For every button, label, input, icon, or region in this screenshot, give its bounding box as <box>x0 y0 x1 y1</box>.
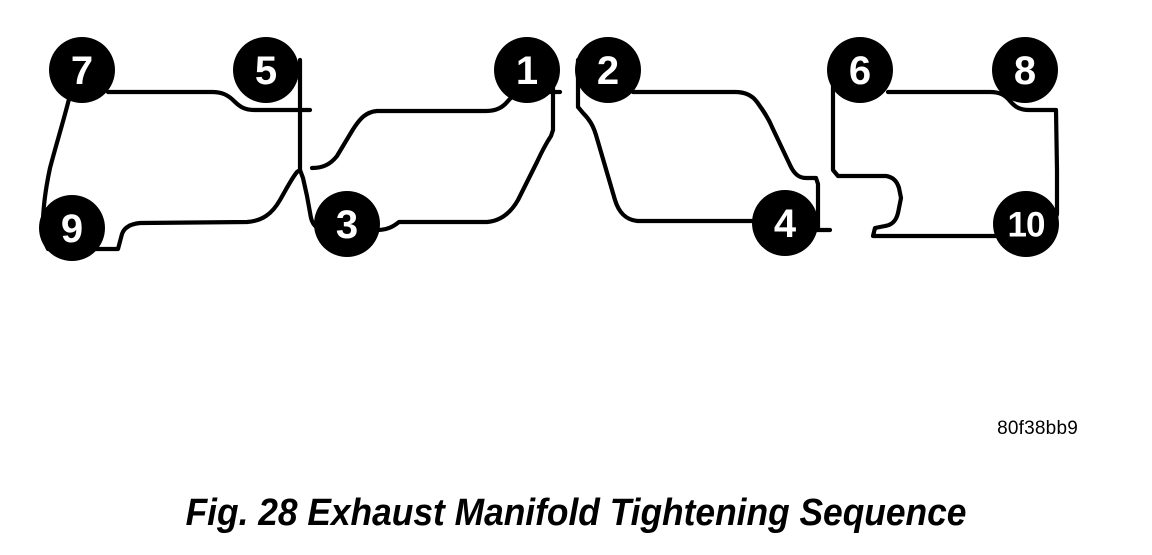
callout-marker-10[interactable]: 10 <box>993 191 1059 257</box>
callout-marker-4[interactable]: 4 <box>752 190 818 256</box>
callout-marker-6[interactable]: 6 <box>827 37 893 103</box>
callout-circle-5 <box>233 37 299 103</box>
callout-number-2: 2 <box>597 49 619 93</box>
callout-marker-2[interactable]: 2 <box>575 37 641 103</box>
callout-circle-9 <box>39 195 105 261</box>
callout-marker-8[interactable]: 8 <box>992 37 1058 103</box>
callout-number-10: 10 <box>1008 206 1045 245</box>
callout-number-1: 1 <box>516 49 538 93</box>
figure-caption: Fig. 28 Exhaust Manifold Tightening Sequ… <box>185 492 967 534</box>
callout-number-7: 7 <box>71 49 93 93</box>
right-manifold-outline <box>830 57 1060 239</box>
callout-marker-1[interactable]: 1 <box>494 37 560 103</box>
callout-number-9: 9 <box>61 207 83 251</box>
manifold-outline-group <box>40 57 1060 252</box>
callout-number-6: 6 <box>849 49 871 93</box>
callout-circle-1 <box>494 37 560 103</box>
callout-circle-10 <box>993 191 1059 257</box>
callout-circle-8 <box>992 37 1058 103</box>
callout-marker-3[interactable]: 3 <box>314 191 380 257</box>
figure-code-label: 80f38bb9 <box>997 418 1078 439</box>
callout-marker-7[interactable]: 7 <box>49 37 115 103</box>
callout-number-5: 5 <box>255 49 277 93</box>
callout-group: 1 2 3 4 5 6 <box>39 37 1059 261</box>
callout-number-4: 4 <box>774 202 797 246</box>
callout-marker-9[interactable]: 9 <box>39 195 105 261</box>
callout-number-8: 8 <box>1014 49 1036 93</box>
callout-circle-7 <box>49 37 115 103</box>
callout-circle-6 <box>827 37 893 103</box>
callout-number-3: 3 <box>336 203 358 247</box>
left-manifold-outline <box>40 57 313 252</box>
callout-marker-5[interactable]: 5 <box>233 37 299 103</box>
callout-circle-4 <box>752 190 818 256</box>
callout-circle-2 <box>575 37 641 103</box>
exhaust-manifold-diagram: 1 2 3 4 5 6 <box>39 37 1060 261</box>
callout-circle-3 <box>314 191 380 257</box>
